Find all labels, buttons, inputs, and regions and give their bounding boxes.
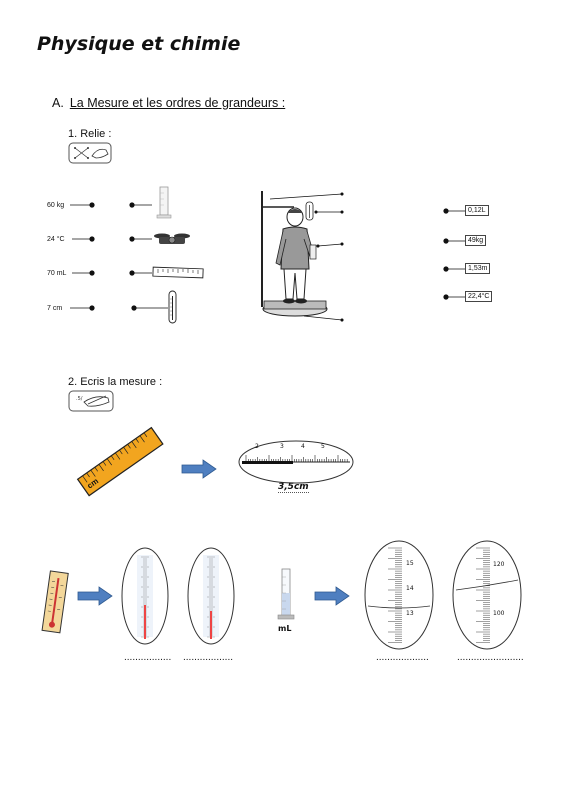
- question-1-label: 1. Relie :: [68, 128, 112, 140]
- arrow-right-icon: [314, 586, 350, 606]
- cylinder-zoom-b: [452, 540, 522, 650]
- tick-label-2: 2: [255, 443, 259, 450]
- right-value-4: 22,4°C: [465, 291, 493, 302]
- example-answer: 3,5cm: [278, 482, 309, 493]
- scale-a-label-14: 14: [406, 585, 414, 592]
- right-value-2: 49kg: [465, 235, 487, 246]
- section-title: La Mesure et les ordres de grandeurs :: [69, 96, 286, 110]
- tick-label-5: 5: [321, 443, 325, 450]
- section-heading: A. La Mesure et les ordres de grandeurs :: [52, 96, 285, 110]
- tick-label-4: 4: [301, 443, 305, 450]
- link-instruction-icon: [68, 142, 112, 164]
- arrow-right-icon: [77, 586, 113, 606]
- thermometer-picture: [41, 570, 69, 634]
- scale-b-label-120: 120: [493, 561, 505, 568]
- answer-blank-1[interactable]: .................: [124, 652, 172, 663]
- thermometer-zoom-2: [187, 547, 235, 645]
- right-value-3: 1,53m: [465, 263, 491, 274]
- cylinder-zoom-a: [364, 540, 434, 650]
- arrow-right-icon: [181, 459, 217, 479]
- balance-scale-icon: [154, 233, 190, 244]
- left-value-4: 7 cm: [47, 305, 63, 312]
- scale-a-label-15: 15: [406, 560, 414, 567]
- left-value-1: 60 kg: [47, 202, 65, 209]
- graduated-cylinder-icon: [156, 186, 172, 219]
- thermometer-icon: [168, 290, 177, 324]
- yellow-ruler-picture: [76, 426, 164, 497]
- svg-text:.5/: .5/: [76, 396, 83, 402]
- scale-b-label-100: 100: [493, 610, 505, 617]
- write-instruction-icon: .5/: [68, 390, 114, 412]
- graduated-cylinder-picture: [277, 568, 295, 620]
- tick-label-3: 3: [280, 443, 284, 450]
- cylinder-unit-label: mL: [278, 624, 292, 633]
- section-letter: A.: [52, 96, 64, 110]
- thermometer-zoom-1: [121, 547, 169, 645]
- zoomed-ruler-example: [238, 440, 354, 484]
- question-2-label: 2. Ecris la mesure :: [68, 376, 163, 388]
- right-value-1: 0,12L: [465, 205, 489, 216]
- scale-a-label-13: 13: [406, 610, 414, 617]
- left-value-3: 70 mL: [47, 270, 67, 277]
- ruler-icon: [152, 266, 204, 279]
- person-on-scale-illustration: [261, 191, 344, 322]
- left-value-2: 24 °C: [47, 236, 65, 243]
- answer-blank-3[interactable]: ...................: [376, 652, 429, 663]
- page-title: Physique et chimie: [37, 33, 241, 55]
- answer-blank-4[interactable]: ........................: [457, 652, 524, 663]
- answer-blank-2[interactable]: ..................: [183, 652, 234, 663]
